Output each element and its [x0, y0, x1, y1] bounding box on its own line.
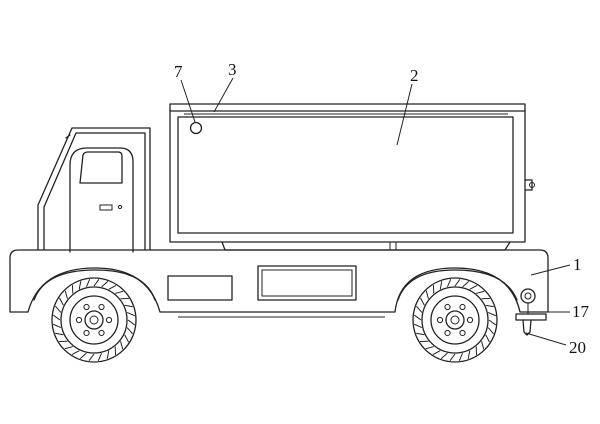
rear-wheel [412, 277, 498, 363]
tread-mark [488, 319, 497, 326]
lug-nut [436, 316, 444, 324]
tread-mark [432, 350, 441, 355]
lug-nut [83, 329, 90, 337]
tread-mark [416, 332, 425, 336]
tread-mark [420, 297, 425, 306]
tread-mark [101, 281, 109, 288]
side-latch [524, 179, 533, 191]
tread-mark [440, 352, 448, 359]
lug-nut [83, 303, 90, 311]
tread-mark [439, 281, 443, 290]
tread-mark [487, 327, 494, 335]
tread-mark [108, 285, 117, 290]
tread-mark [481, 341, 485, 350]
battery-box [257, 265, 357, 301]
part-7-fitting [189, 121, 203, 135]
lug-nut [444, 329, 451, 337]
tread-mark [55, 305, 62, 313]
tread-mark [476, 290, 485, 294]
tread-mark [414, 323, 423, 329]
tread-mark [425, 346, 434, 350]
tread-mark [425, 290, 429, 299]
lug-nut [466, 316, 474, 324]
tire-inner [60, 286, 128, 354]
tread-mark [127, 319, 136, 326]
label-2: 2 [410, 66, 419, 85]
lug-nut [459, 303, 466, 311]
tread-mark [458, 352, 464, 361]
tread-mark [115, 290, 124, 294]
cargo-box [169, 103, 535, 243]
rear-hitch [515, 288, 547, 336]
hub-center [450, 315, 460, 325]
tread-mark [85, 279, 91, 288]
part-20-pin [522, 319, 532, 336]
label-1: 1 [573, 255, 582, 274]
hub [445, 310, 465, 330]
door-lock-icon [117, 204, 123, 210]
tread-mark [64, 290, 68, 299]
tire-inner [421, 286, 489, 354]
tread-mark [485, 334, 490, 343]
tread-mark [52, 314, 61, 321]
tread-mark [59, 297, 64, 306]
front-wheel [51, 277, 137, 363]
tread-mark [446, 279, 452, 288]
tread-mark [124, 334, 129, 343]
cab [37, 127, 151, 253]
lug-nut [98, 329, 105, 337]
tread-mark [55, 332, 64, 336]
cab-door [69, 147, 134, 253]
part-17-hook-ring [520, 288, 536, 304]
chassis [9, 249, 549, 318]
tread-mark [97, 352, 103, 361]
tread-mark [53, 323, 62, 329]
tread-mark [485, 304, 494, 308]
lug-nut [75, 316, 83, 324]
tread-mark [78, 281, 82, 290]
tread-mark [454, 278, 461, 287]
tread-mark [416, 305, 423, 313]
latch-knob [529, 182, 535, 188]
label-7: 7 [174, 62, 183, 81]
hub-center [89, 315, 99, 325]
reference-lines [180, 77, 571, 346]
label-20: 20 [569, 338, 586, 357]
tread-mark [449, 353, 456, 362]
tire-outer [51, 277, 137, 363]
tread-mark [413, 314, 422, 321]
tread-mark [106, 350, 110, 359]
tread-mark [126, 327, 133, 335]
label-3: 3 [228, 60, 237, 79]
rim [430, 295, 480, 345]
door-handle [99, 204, 113, 211]
lug-nut [444, 303, 451, 311]
tread-mark [71, 350, 80, 355]
tread-mark [124, 304, 133, 308]
labels: 7 3 2 1 17 20 [174, 60, 590, 357]
lug-nut [98, 303, 105, 311]
tire-outer [412, 277, 498, 363]
label-17: 17 [572, 302, 590, 321]
hub [84, 310, 104, 330]
underbody-beam [221, 241, 511, 251]
tool-box [167, 275, 233, 301]
tread-mark [469, 285, 478, 290]
tread-mark [79, 352, 87, 359]
tread-mark [126, 311, 135, 317]
tread-mark [462, 281, 470, 288]
side-compartments [167, 265, 357, 301]
tread-mark [88, 353, 95, 362]
tread-mark [467, 350, 471, 359]
tread-mark [487, 311, 496, 317]
tread-mark [120, 341, 124, 350]
cab-window [79, 151, 123, 184]
rim [69, 295, 119, 345]
lug-nut [459, 329, 466, 337]
tread-mark [64, 346, 73, 350]
lug-nut [105, 316, 113, 324]
tread-mark [93, 278, 100, 287]
